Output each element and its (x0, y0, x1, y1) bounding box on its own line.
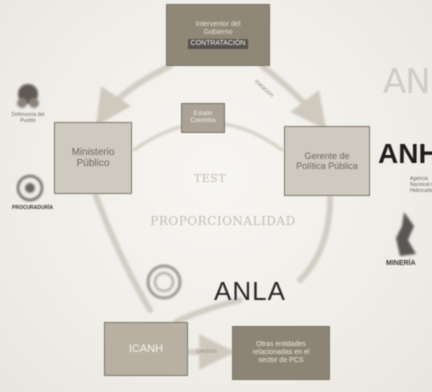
link-interventor-ministerio (96, 63, 173, 126)
node-bottom-right-line2: relacionadas en el (252, 348, 310, 356)
logo-procuraduria: PROCURADURÍA (12, 205, 54, 211)
node-bottom-right-line3: sector de PCS (258, 357, 304, 365)
node-interventor-line1: Interventor del (195, 20, 241, 28)
logo-defensoria: Defensoría del Pueblo (11, 112, 45, 124)
logo-ani: ANI (383, 62, 432, 102)
logo-seal-shape (147, 265, 181, 299)
node-gerente: Gerente de Política Pública (284, 126, 370, 196)
node-icanh-label: ICANH (128, 342, 164, 355)
logo-procuraduria-shape (17, 175, 43, 201)
logo-anla: ANLA (214, 276, 286, 306)
node-ministerio: Ministerio Público (54, 122, 132, 194)
node-interventor-line2: Gobierno (203, 28, 233, 36)
link-ministerio-anla (93, 193, 153, 313)
node-ministerio-line1: Ministerio (71, 146, 115, 158)
node-ministerio-line2: Público (76, 158, 110, 169)
edge-label-bottom: Gestión (196, 349, 217, 355)
logo-defensoria-shape (17, 84, 39, 108)
link-anla-icanh (173, 297, 243, 325)
node-interventor-tag: CONTRATACIÓN (187, 39, 249, 50)
node-interventor: Interventor del Gobierno CONTRATACIÓN (166, 4, 270, 66)
logo-mineria-shape (396, 212, 416, 256)
diagram-subtitle: PROPORCIONALIDAD (150, 214, 296, 228)
node-icanh: ICANH (104, 322, 188, 376)
node-gerente-line2: Política Pública (296, 161, 358, 171)
logo-anh-subtitle: Agencia Nacional de Hidrocarburos (410, 176, 432, 194)
diagram-title: TEST (193, 172, 227, 185)
link-interventor-gerente (259, 63, 327, 130)
logo-anh: ANH (378, 138, 432, 169)
node-gerente-line1: Gerente de (304, 150, 350, 161)
logo-mineria: MINERÍA (386, 260, 416, 267)
node-bottom-right: Otras entidades relacionadas en el secto… (232, 326, 330, 380)
node-center-small: Estado Colombia (181, 103, 225, 133)
node-bottom-right-line1: Otras entidades (256, 340, 306, 348)
node-center-small-label: Estado Colombia (190, 111, 216, 124)
link-gerente-anla (297, 195, 333, 283)
